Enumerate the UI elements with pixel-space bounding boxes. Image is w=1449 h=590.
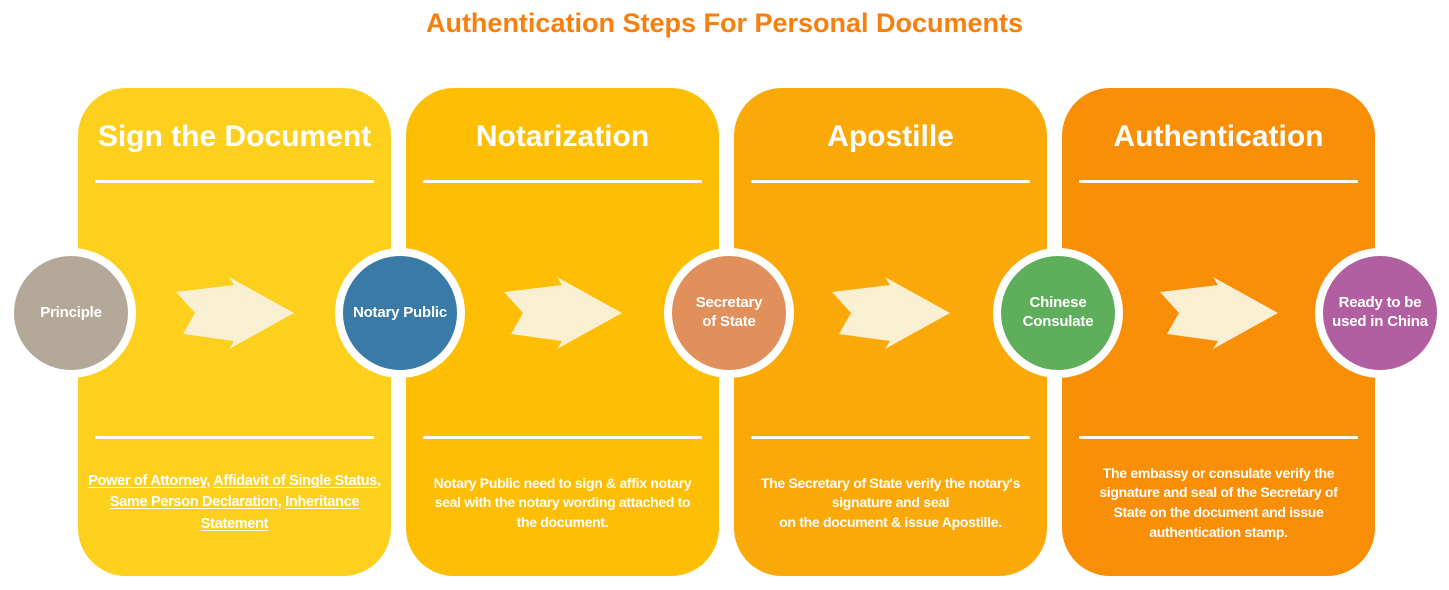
- divider-line: [95, 436, 374, 439]
- step-title: Notarization: [475, 120, 650, 153]
- step-card: Authentication The embassy or consulate …: [1062, 88, 1375, 576]
- flow-node-label: Ready to be used in China: [1332, 294, 1428, 330]
- step-description-area: Power of Attorney, Affidavit of Single S…: [80, 446, 389, 560]
- step-title: Sign the Document: [97, 120, 372, 153]
- flow-node: Chinese Consulate: [993, 248, 1123, 378]
- flow-node: Secretary of State: [664, 248, 794, 378]
- document-link[interactable]: Inheritance Statement: [200, 494, 360, 532]
- document-link[interactable]: Power of Attorney: [88, 473, 207, 490]
- flow-node-label: Secretary of State: [695, 294, 763, 330]
- flow-arrow: [175, 277, 294, 349]
- step-description-area: Notary Public need to sign & affix notar…: [408, 446, 717, 560]
- divider-line: [423, 180, 702, 183]
- divider-line: [751, 436, 1030, 439]
- flow-node-label: Notary Public: [352, 303, 448, 321]
- divider-line: [423, 436, 702, 439]
- divider-line: [751, 180, 1030, 183]
- flow-node: Ready to be used in China: [1315, 248, 1445, 378]
- divider-line: [1079, 180, 1358, 183]
- step-title: Authentication: [1113, 120, 1324, 153]
- flow-arrow: [1159, 277, 1278, 349]
- step-title: Apostille: [827, 120, 954, 153]
- divider-line: [1079, 436, 1358, 439]
- step-description: The embassy or consulate verify the sign…: [1099, 464, 1338, 540]
- flow-node: Principle: [6, 248, 136, 378]
- page-title: Authentication Steps For Personal Docume…: [425, 8, 1024, 38]
- divider-line: [95, 180, 374, 183]
- flow-node-label: Chinese Consulate: [1022, 294, 1094, 330]
- flow-arrow: [831, 277, 950, 349]
- step-description-area: The embassy or consulate verify the sign…: [1064, 446, 1373, 560]
- card-description-links: Power of Attorney, Affidavit of Single S…: [88, 473, 381, 532]
- document-link[interactable]: Affidavit of Single Status: [213, 473, 378, 490]
- document-link[interactable]: Same Person Declaration: [109, 494, 278, 511]
- flow-node-label: Principle: [40, 303, 102, 321]
- step-description: Notary Public need to sign & affix notar…: [433, 474, 692, 530]
- flow-node: Notary Public: [335, 248, 465, 378]
- flow-arrow: [503, 277, 622, 349]
- step-description: The Secretary of State verify the notary…: [760, 474, 1021, 530]
- step-description-area: The Secretary of State verify the notary…: [736, 446, 1045, 560]
